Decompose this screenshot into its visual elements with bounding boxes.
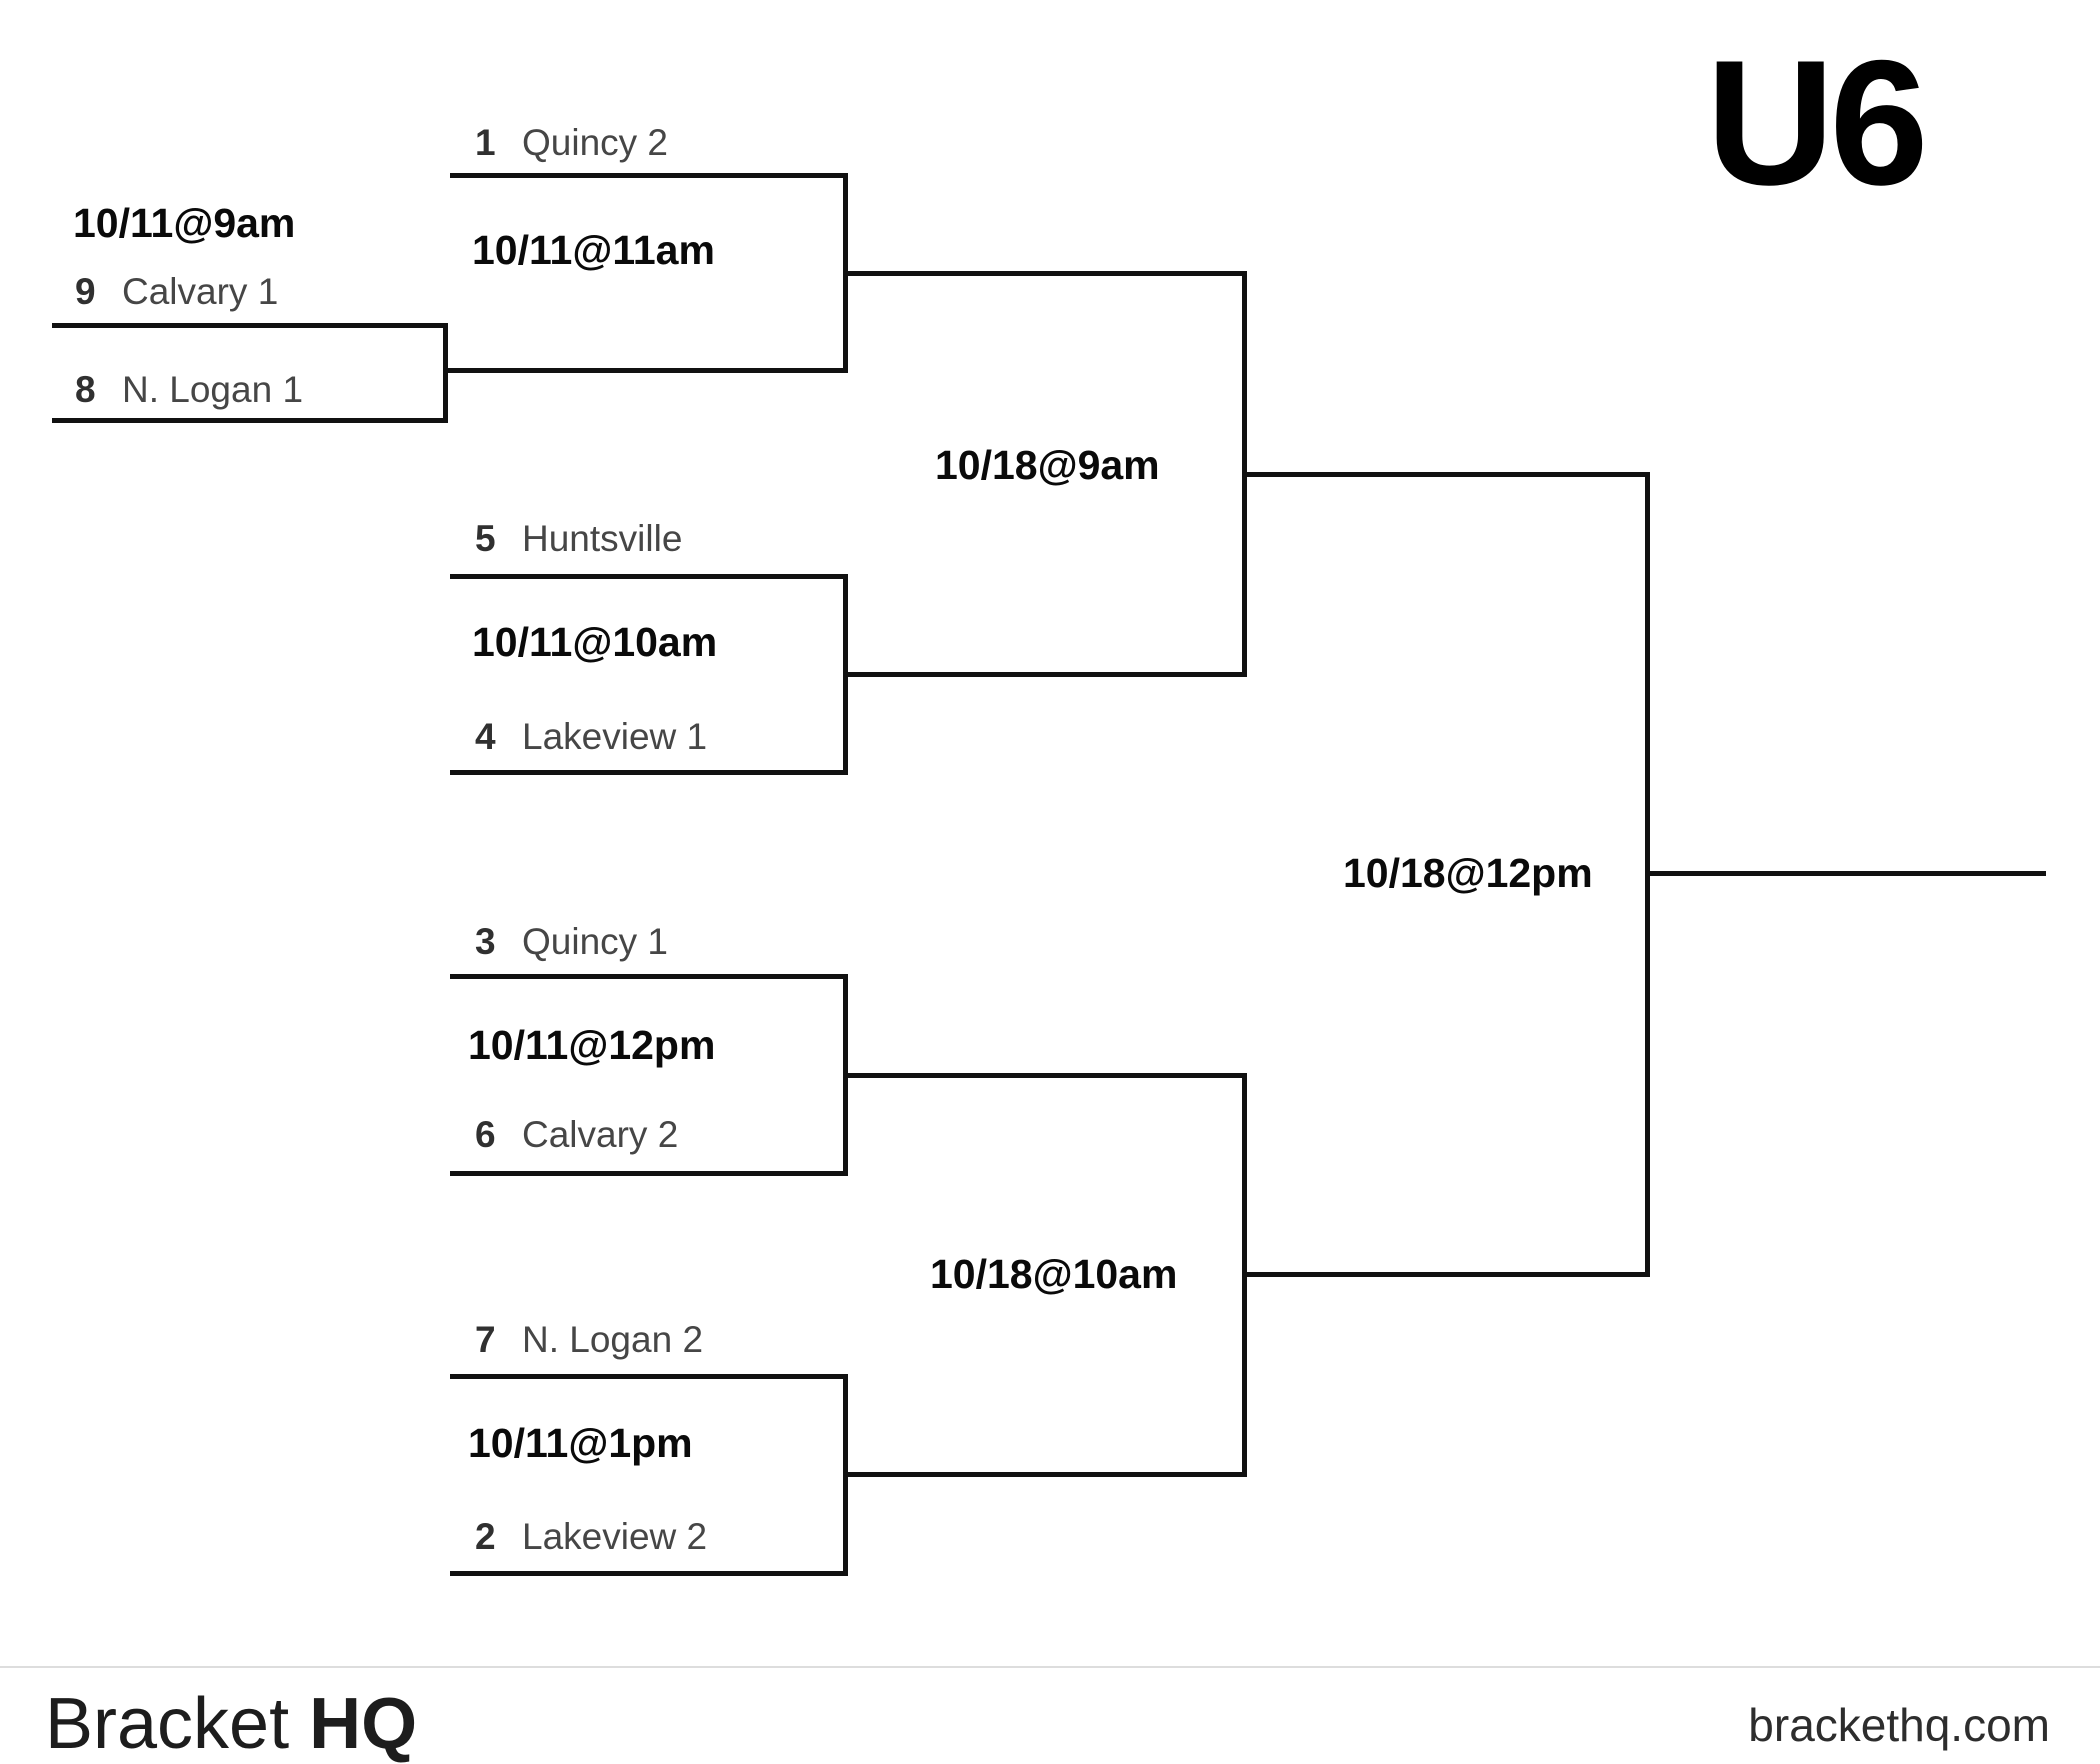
semifinal-2-label: 10/18@10am: [930, 1251, 1178, 1297]
team-name: Huntsville: [522, 518, 683, 559]
semifinal-1-label: 10/18@9am: [935, 442, 1160, 488]
final-match-label: 10/18@12pm: [1343, 850, 1593, 896]
playin-bottom-line: [52, 418, 448, 423]
match-a-top-line: [450, 173, 848, 178]
footer-divider: [0, 1666, 2100, 1668]
match-b-top-line: [450, 574, 848, 579]
match-d-winner-line: [843, 1472, 1247, 1477]
team-entry-lakeview-1: 4 Lakeview 1: [475, 714, 707, 760]
semifinal-2-winner-line: [1242, 1272, 1650, 1277]
match-d-bottom-line: [450, 1571, 848, 1576]
match-b-bottom-line: [450, 770, 848, 775]
team-seed: 3: [475, 921, 496, 962]
team-seed: 4: [475, 716, 496, 757]
playin-connector-line: [443, 323, 448, 423]
match-a-label: 10/11@11am: [472, 227, 715, 273]
team-name: Calvary 1: [122, 271, 279, 312]
match-c-bottom-line: [450, 1171, 848, 1176]
team-seed: 6: [475, 1114, 496, 1155]
team-seed: 1: [475, 122, 496, 163]
semifinal-1-winner-line: [1242, 472, 1650, 477]
team-name: N. Logan 1: [122, 369, 304, 410]
team-entry-quincy-2: 1 Quincy 2: [475, 120, 668, 166]
team-name: Quincy 2: [522, 122, 669, 163]
team-name: Lakeview 2: [522, 1516, 708, 1557]
match-d-top-line: [450, 1374, 848, 1379]
team-name: N. Logan 2: [522, 1319, 704, 1360]
match-d-label: 10/11@1pm: [468, 1420, 693, 1466]
footer-brand-light: Bracket: [45, 1684, 290, 1764]
match-a-bottom-line: [448, 368, 848, 373]
team-name: Lakeview 1: [522, 716, 708, 757]
team-seed: 9: [75, 271, 96, 312]
match-c-label: 10/11@12pm: [468, 1022, 716, 1068]
team-seed: 8: [75, 369, 96, 410]
playin-match-label: 10/11@9am: [73, 200, 296, 246]
match-c-winner-line: [843, 1073, 1247, 1078]
match-b-winner-line: [843, 672, 1247, 677]
champion-line: [1645, 871, 2046, 876]
team-entry-calvary-1: 9 Calvary 1: [75, 269, 278, 315]
team-name: Quincy 1: [522, 921, 669, 962]
team-name: Calvary 2: [522, 1114, 679, 1155]
playin-top-line: [52, 323, 448, 328]
team-seed: 5: [475, 518, 496, 559]
team-entry-huntsville: 5 Huntsville: [475, 516, 682, 562]
match-a-winner-line: [843, 271, 1247, 276]
team-entry-calvary-2: 6 Calvary 2: [475, 1112, 678, 1158]
match-b-label: 10/11@10am: [472, 619, 718, 665]
footer-site-url: brackethq.com: [1748, 1699, 2050, 1751]
team-seed: 2: [475, 1516, 496, 1557]
tournament-title: U6: [1706, 23, 1929, 222]
team-entry-quincy-1: 3 Quincy 1: [475, 919, 668, 965]
team-entry-lakeview-2: 2 Lakeview 2: [475, 1514, 707, 1560]
team-entry-n-logan-2: 7 N. Logan 2: [475, 1317, 703, 1363]
team-entry-n-logan-1: 8 N. Logan 1: [75, 367, 303, 413]
match-c-top-line: [450, 974, 848, 979]
team-seed: 7: [475, 1319, 496, 1360]
footer-brand-bold: HQ: [309, 1684, 418, 1764]
footer-brand: Bracket HQ: [45, 1688, 417, 1760]
